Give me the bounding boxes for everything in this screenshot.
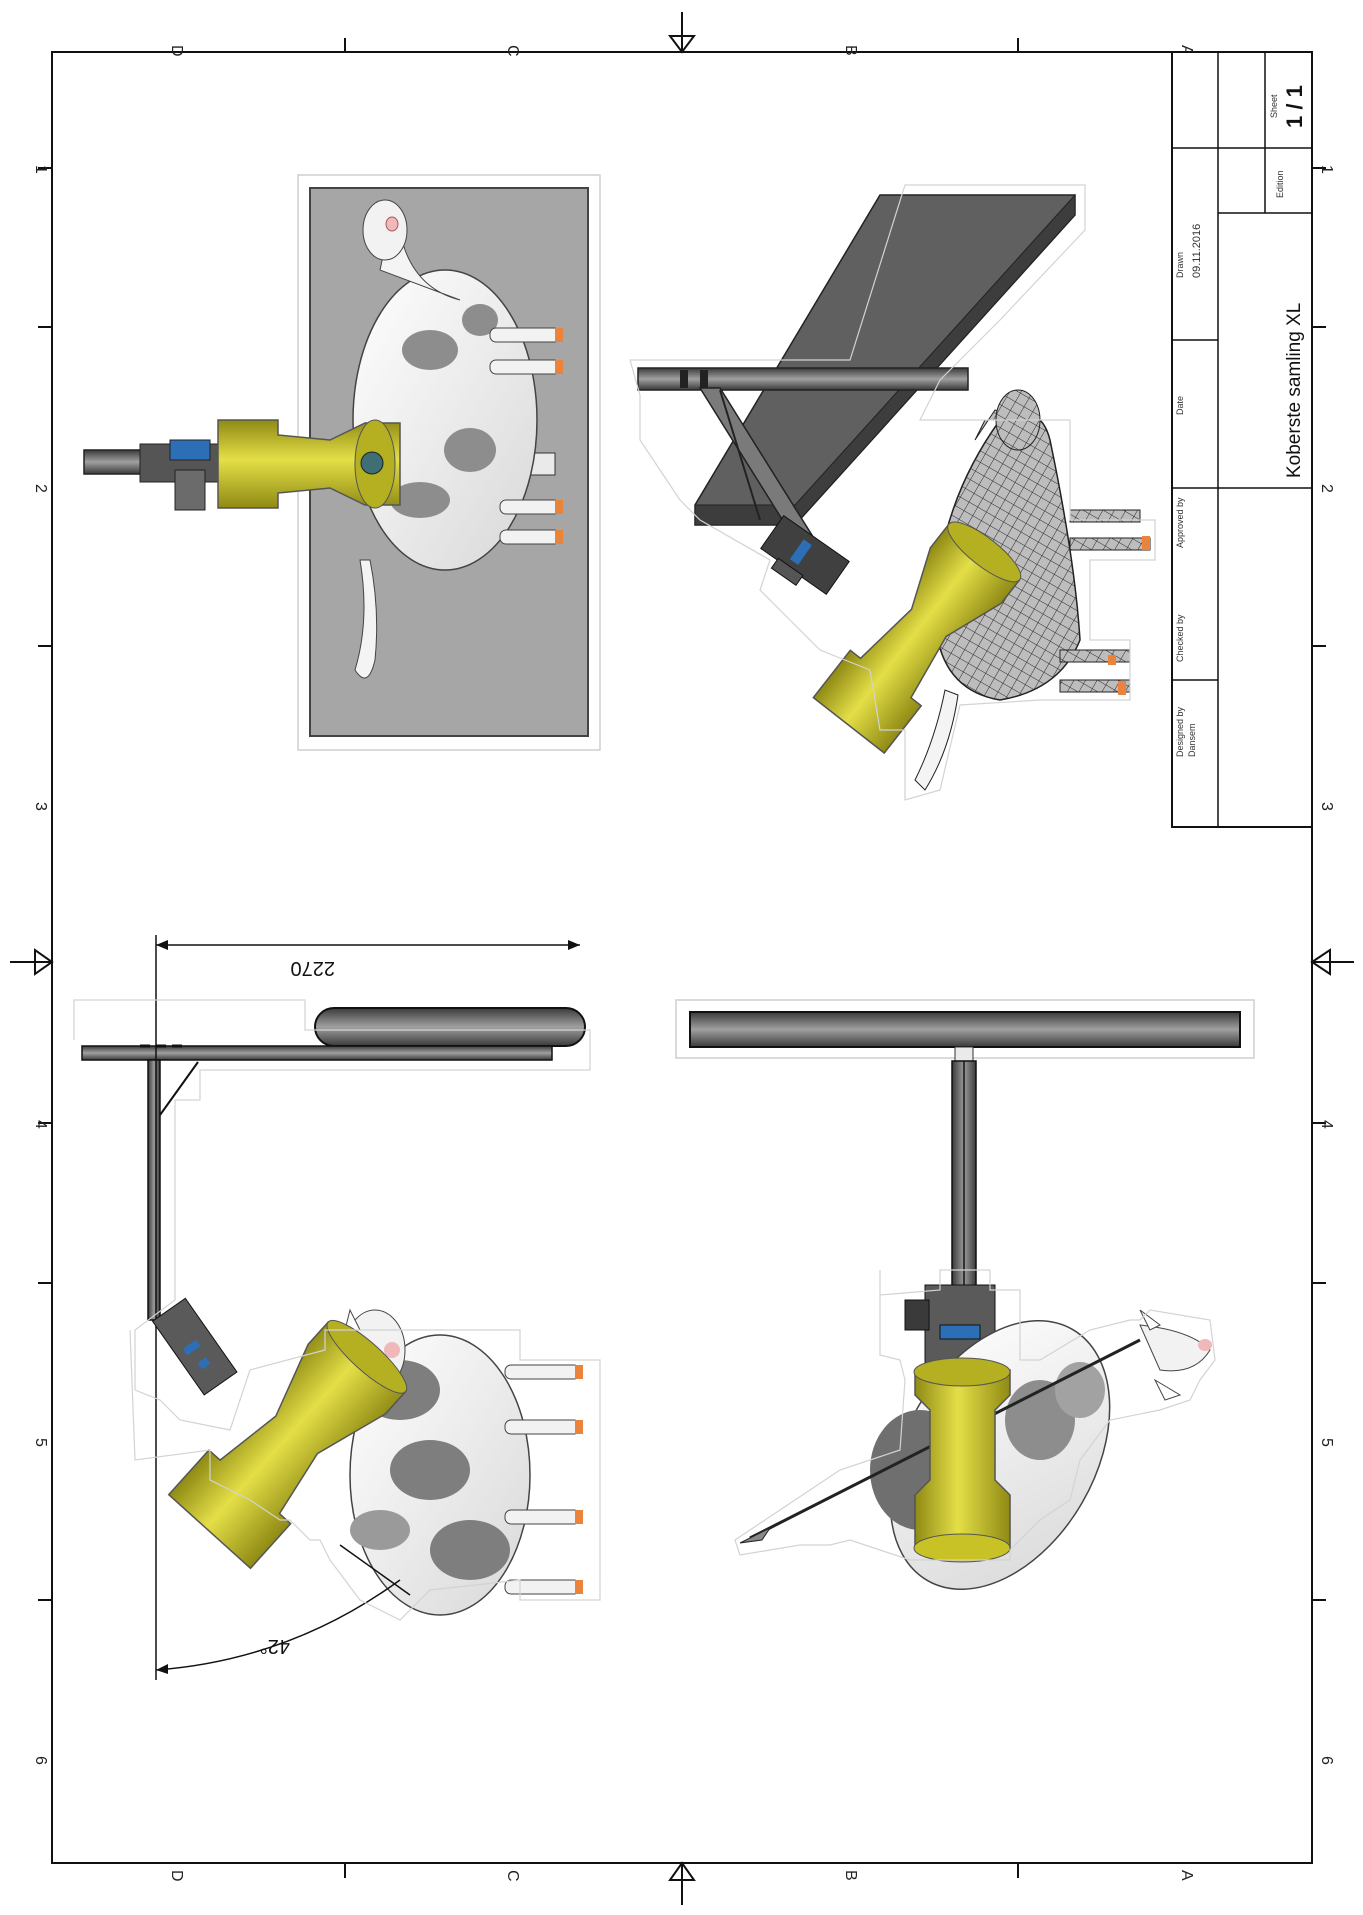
col-label-right-5: 5 [1318,1438,1335,1447]
col-label-left-1: 1 [32,165,49,174]
col-label-right-2: 2 [1318,484,1335,493]
edition-label: Edition [1275,170,1285,198]
brush-roller-top-left [217,419,401,509]
brush-roller-bottom-left [167,1320,408,1570]
date-value: 09.11.2016 [1191,224,1203,278]
drawing-frame [38,38,1326,1878]
sheet-number: 1 / 1 [1282,85,1307,128]
checked-by-label: Checked by [1175,614,1185,662]
col-label-left-4: 4 [32,1120,49,1129]
col-label-left-3: 3 [32,802,49,811]
row-label-top-a: A [1178,45,1195,56]
col-label-right-4: 4 [1318,1120,1335,1129]
brush-roller-bottom-right [913,1357,1011,1563]
length-dimension: 2270 [291,957,336,979]
view-top-left [83,174,601,751]
col-label-left-5: 5 [32,1438,49,1447]
brush-roller-top-right [812,521,1022,755]
support-beam [689,1011,1241,1048]
centering-arrow-bottom [668,1861,696,1905]
col-label-right-6: 6 [1318,1756,1335,1765]
col-label-left-6: 6 [32,1756,49,1765]
col-label-right-3: 3 [1318,802,1335,811]
angle-dimension: 42° [260,1635,290,1657]
grid-labels: D C B A D C B A 1 2 3 4 5 6 1 2 3 4 5 6 [32,45,1335,1882]
centering-arrow-top [668,12,696,54]
designed-by-value: Dansem [1187,723,1197,757]
row-label-bottom-d: D [168,1870,185,1882]
centering-arrow-right [1310,948,1354,976]
drawing-title: Koberste samling XL [1284,303,1305,478]
col-label-left-2: 2 [32,484,49,493]
row-label-top-d: D [168,45,185,57]
centering-arrow-left [10,948,54,976]
row-label-top-b: B [842,45,859,56]
cow-bottom-right [870,1309,1212,1591]
sheet-label: Sheet [1269,94,1279,118]
view-bottom-right [675,999,1255,1591]
row-label-bottom-c: C [504,1870,521,1882]
view-bottom-left: 2270 [73,935,601,1680]
date-label: Date [1175,396,1185,415]
title-block: Designed by Dansem Checked by Approved b… [1171,51,1313,828]
approved-by-label: Approved by [1175,497,1185,548]
col-label-right-1: 1 [1318,165,1335,174]
row-label-bottom-a: A [1178,1870,1195,1881]
row-label-top-c: C [504,45,521,57]
view-top-right [629,184,1156,801]
designed-by-label: Designed by [1175,706,1185,757]
row-label-bottom-b: B [842,1870,859,1881]
drawn-label: Drawn [1175,252,1185,278]
